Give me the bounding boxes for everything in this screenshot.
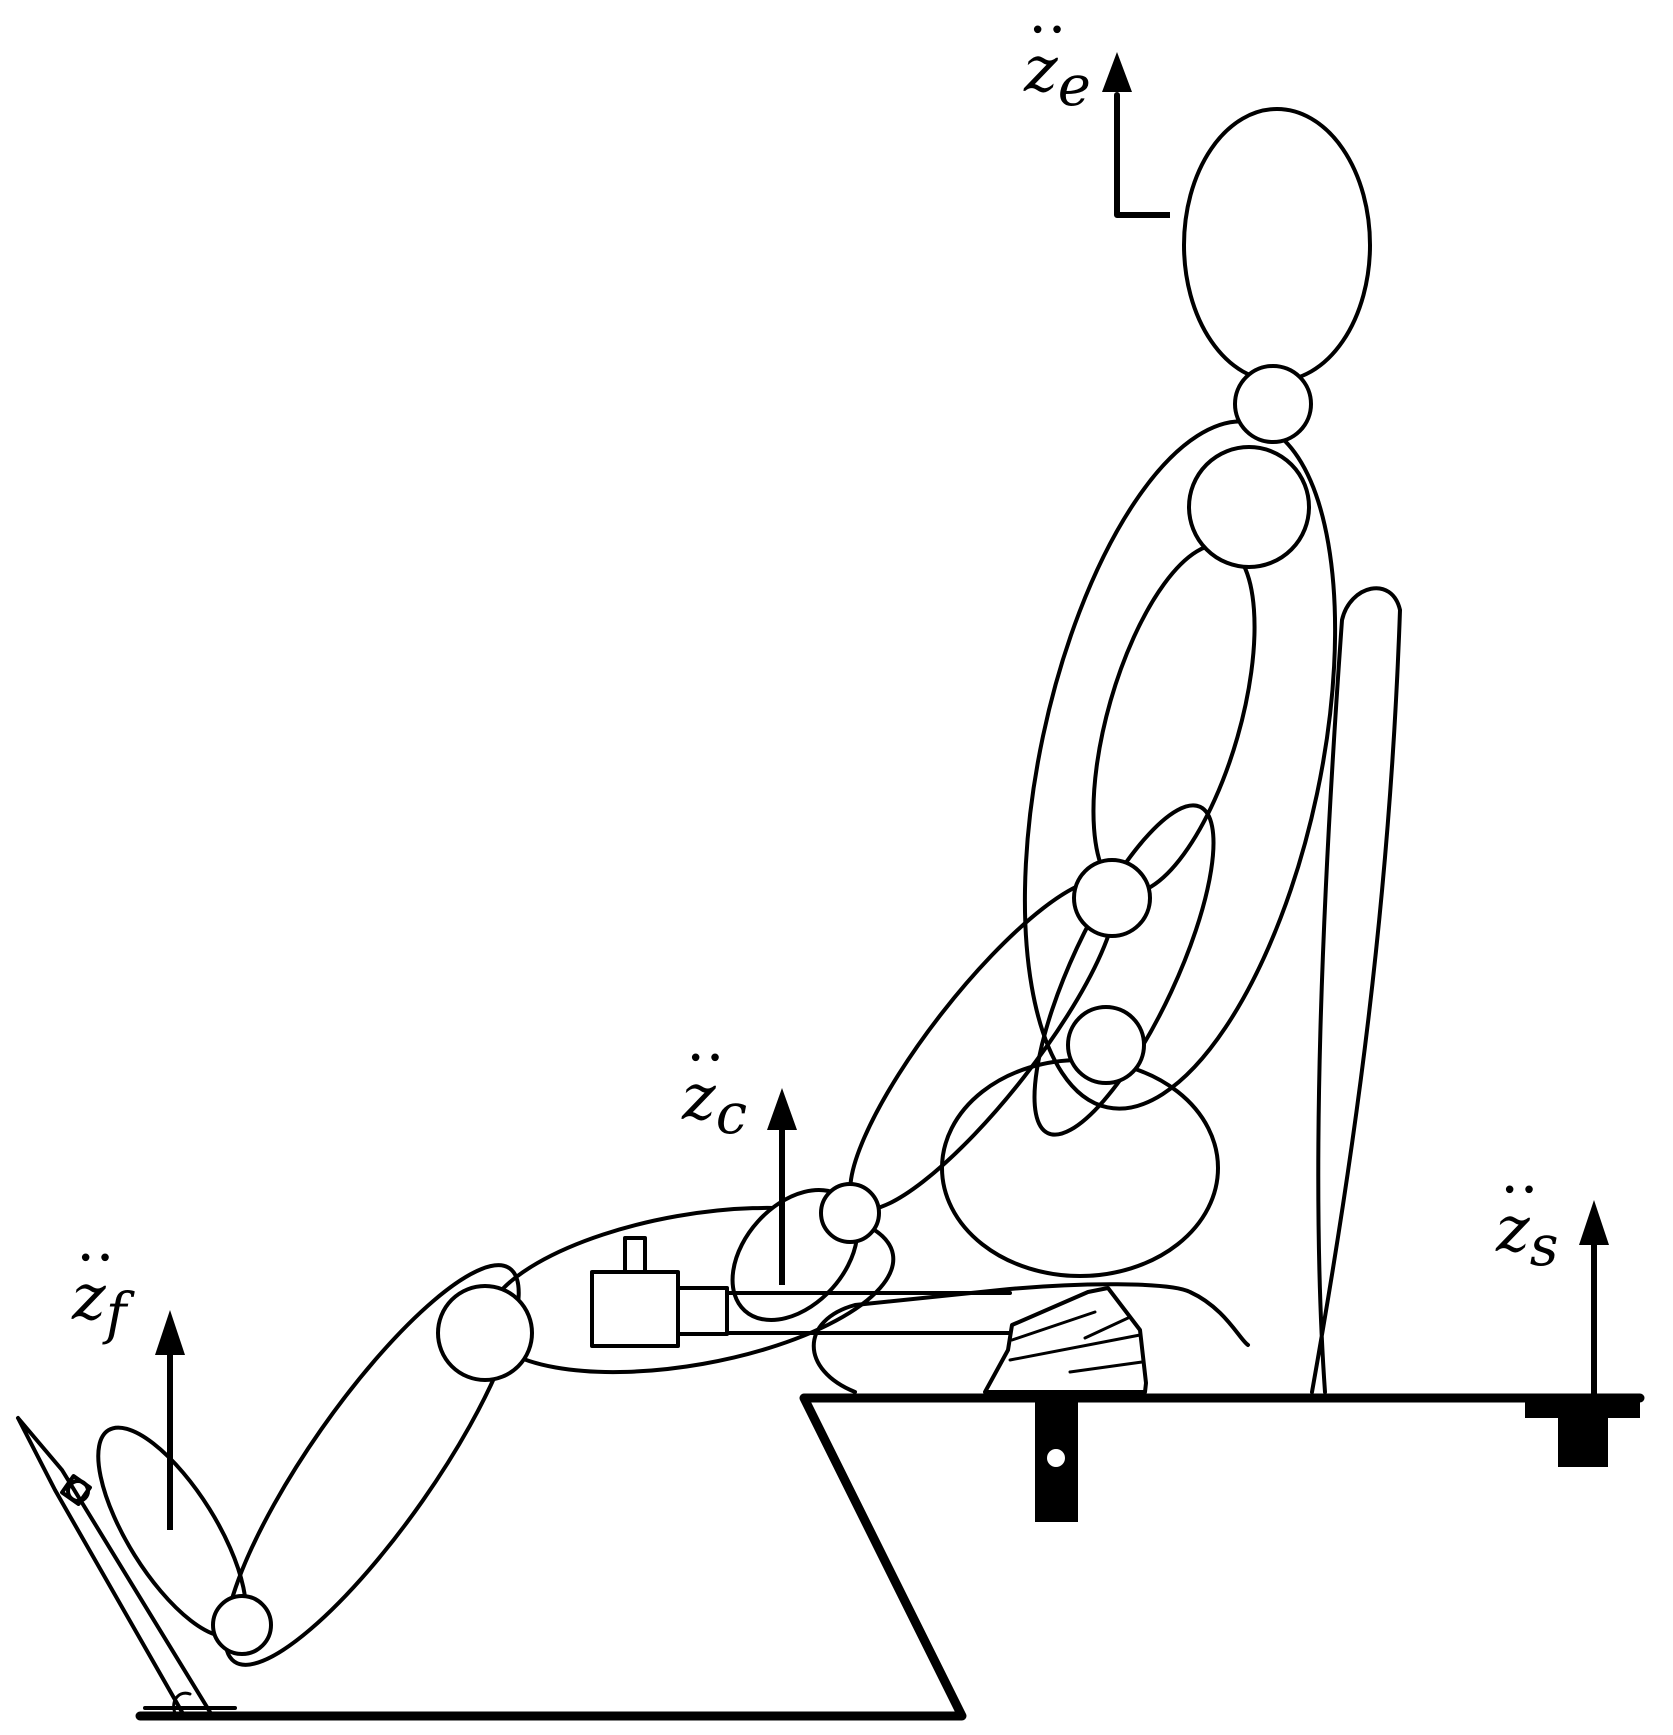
label-cushion-sub: c [715, 1082, 748, 1147]
torso-segment [1022, 419, 1338, 1111]
label-seat-sub: s [1529, 1214, 1559, 1279]
arrow-eye [1102, 52, 1132, 103]
control-box [590, 1270, 680, 1348]
pedal-arm [16, 1416, 212, 1714]
label-cushion-acceleration: zc [682, 1046, 747, 1143]
hip-joint [1066, 1005, 1146, 1085]
lower-leg-segment [223, 1263, 521, 1667]
pedal-pivot [66, 1479, 90, 1503]
label-seat-acceleration: zs [1496, 1178, 1558, 1275]
head-segment [1182, 107, 1372, 383]
elbow-joint [819, 1182, 881, 1244]
slider-hatch-4 [1083, 1316, 1130, 1340]
upper-spine-segment [1091, 543, 1257, 895]
ankle-joint [211, 1594, 273, 1656]
slider-hatch-3 [1068, 1360, 1144, 1374]
seat-backrest [1310, 586, 1402, 1394]
seat-rail-end-foot [1558, 1405, 1608, 1467]
shoulder-joint [1187, 445, 1311, 569]
label-floor-base: z [72, 1246, 116, 1330]
label-cushion-base: z [682, 1046, 726, 1130]
arrow-cushion [767, 1088, 797, 1285]
label-floor-sub: f [105, 1282, 127, 1347]
shaft-housing [675, 1286, 729, 1336]
label-eye-acceleration: ze [1024, 18, 1091, 115]
label-floor-acceleration: zf [72, 1246, 126, 1343]
seat-cushion [811, 1282, 1250, 1394]
arrow-floor [155, 1310, 185, 1530]
eye-sensor-bracket [1114, 95, 1170, 218]
arrow-seat [1579, 1200, 1609, 1398]
label-seat-base: z [1496, 1178, 1540, 1262]
slider-hatch-1 [1008, 1333, 1142, 1362]
lower-spine-segment [1032, 803, 1216, 1137]
chest-joint [1072, 858, 1152, 938]
control-box-knob [623, 1236, 647, 1274]
slider-hatch-2 [1010, 1310, 1097, 1342]
knee-joint [436, 1284, 534, 1382]
label-eye-base: z [1024, 18, 1068, 102]
floor-platform [135, 1393, 1645, 1721]
label-eye-sub: e [1057, 54, 1091, 119]
seat-mount-hole [1047, 1449, 1065, 1467]
neck-joint [1233, 364, 1313, 444]
